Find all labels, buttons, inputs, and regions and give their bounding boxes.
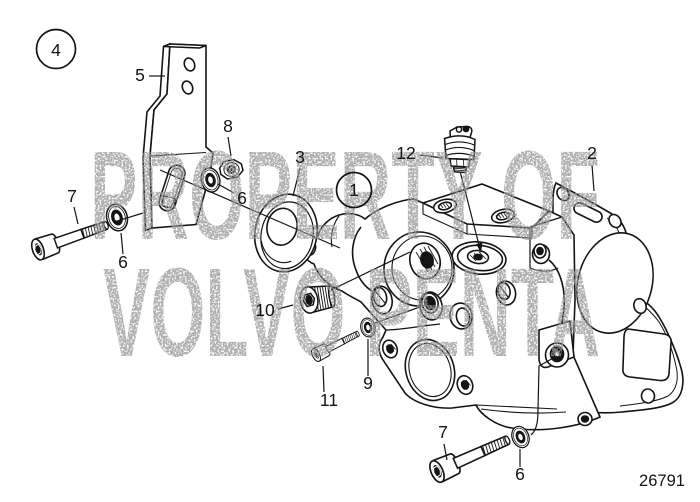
thermostat-housing xyxy=(302,183,602,431)
gasket-part-2 xyxy=(551,181,684,414)
sensor-hex-facets xyxy=(456,158,465,167)
callout-3: 3 xyxy=(295,147,305,167)
axis-line-bolt7-to-bracket xyxy=(113,212,144,223)
leader-3 xyxy=(292,167,301,197)
ref-circle-4 xyxy=(35,28,77,70)
slotted-plug-boss xyxy=(449,302,473,330)
callout-6-lower: 6 xyxy=(515,464,525,484)
right-block-bolt xyxy=(531,243,551,265)
housing-top-plate-thickness xyxy=(422,203,533,239)
axis-line-washer9 xyxy=(374,302,432,324)
callout-12: 12 xyxy=(396,143,415,163)
sensor-boss xyxy=(451,241,507,275)
sensor-terminal xyxy=(455,126,463,133)
flange-threaded-hole xyxy=(381,339,399,359)
bottom-edge-line xyxy=(480,408,567,414)
leader-6-upper xyxy=(217,183,235,194)
sensor-thread-ticks xyxy=(454,167,466,172)
bracket-fold-crease xyxy=(149,151,207,157)
bracket-slot xyxy=(158,164,186,212)
axis-line-bracket-to-housing xyxy=(159,169,341,249)
callout-6-left: 6 xyxy=(118,252,128,272)
callout-1: 1 xyxy=(349,180,359,200)
gasket-hole xyxy=(608,213,622,229)
top-plate-threaded-hole xyxy=(432,198,458,214)
slotted-plug-boss xyxy=(370,285,394,315)
sensor-rings xyxy=(444,141,476,157)
gasket-hole xyxy=(556,186,570,202)
callout-4: 4 xyxy=(51,40,61,60)
right-block-edges xyxy=(529,216,563,272)
drawing-number: 26791 xyxy=(639,472,685,490)
callout-2: 2 xyxy=(587,143,597,163)
leader-11 xyxy=(322,365,325,393)
axis-line-plug10 xyxy=(330,251,411,291)
gasket-hole xyxy=(633,297,647,315)
plug-hex-socket xyxy=(302,292,316,308)
leader-10 xyxy=(277,304,294,310)
threaded-hole-boss xyxy=(419,291,443,321)
callout-11: 11 xyxy=(320,390,338,410)
pointer-arrowhead xyxy=(476,242,483,253)
watermark-line-1: PROPERTY OF xyxy=(90,125,600,266)
callout-labels: 4 1 5 8 3 12 2 6 7 6 10 11 9 7 6 26791 xyxy=(35,28,685,490)
outlet-flange xyxy=(381,323,474,402)
sensor-terminal xyxy=(462,125,470,133)
ref-circle-1 xyxy=(335,171,373,209)
callout-9: 9 xyxy=(363,373,373,393)
bracket-hole xyxy=(183,57,196,72)
slotted-plug-boss xyxy=(495,280,517,306)
hex-nut-part-8 xyxy=(218,158,244,180)
pointer-sensor12 xyxy=(459,172,481,250)
bottom-edge-line xyxy=(475,404,558,410)
bracket-hole xyxy=(181,80,194,95)
gasket-hole xyxy=(640,388,656,404)
threaded-plug-part-10 xyxy=(299,285,336,314)
gasket-slot xyxy=(573,202,603,223)
leader-2 xyxy=(591,164,595,192)
callout-7-lower: 7 xyxy=(438,422,448,442)
flange-threaded-hole xyxy=(456,374,474,396)
callout-7-upper: 7 xyxy=(67,186,77,206)
watermark-line-2: VOLVO PENTA xyxy=(103,242,600,383)
leader-7-lower xyxy=(443,443,448,461)
callout-5: 5 xyxy=(135,65,145,85)
leader-7-upper xyxy=(73,206,79,225)
housing-top-plate-edge xyxy=(422,202,550,229)
elbow-line-washer6-lower xyxy=(530,355,558,436)
callout-6-upper: 6 xyxy=(237,188,247,208)
bracket-part-5 xyxy=(142,42,214,232)
top-plate-threaded-hole xyxy=(490,208,516,224)
cylinder-boss xyxy=(383,231,455,307)
leader-lines xyxy=(73,75,595,467)
leader-8 xyxy=(227,136,232,157)
temperature-sensor-part-12 xyxy=(443,125,476,174)
bracket-top-edge xyxy=(163,43,207,49)
leader-12 xyxy=(419,154,444,159)
bottom-bolt xyxy=(577,411,593,427)
gasket-square-opening xyxy=(622,328,672,382)
watermark: PROPERTY OF VOLVO PENTA xyxy=(90,125,600,383)
callout-10: 10 xyxy=(255,300,275,320)
callout-8: 8 xyxy=(223,116,233,136)
leader-6-left xyxy=(120,232,124,255)
